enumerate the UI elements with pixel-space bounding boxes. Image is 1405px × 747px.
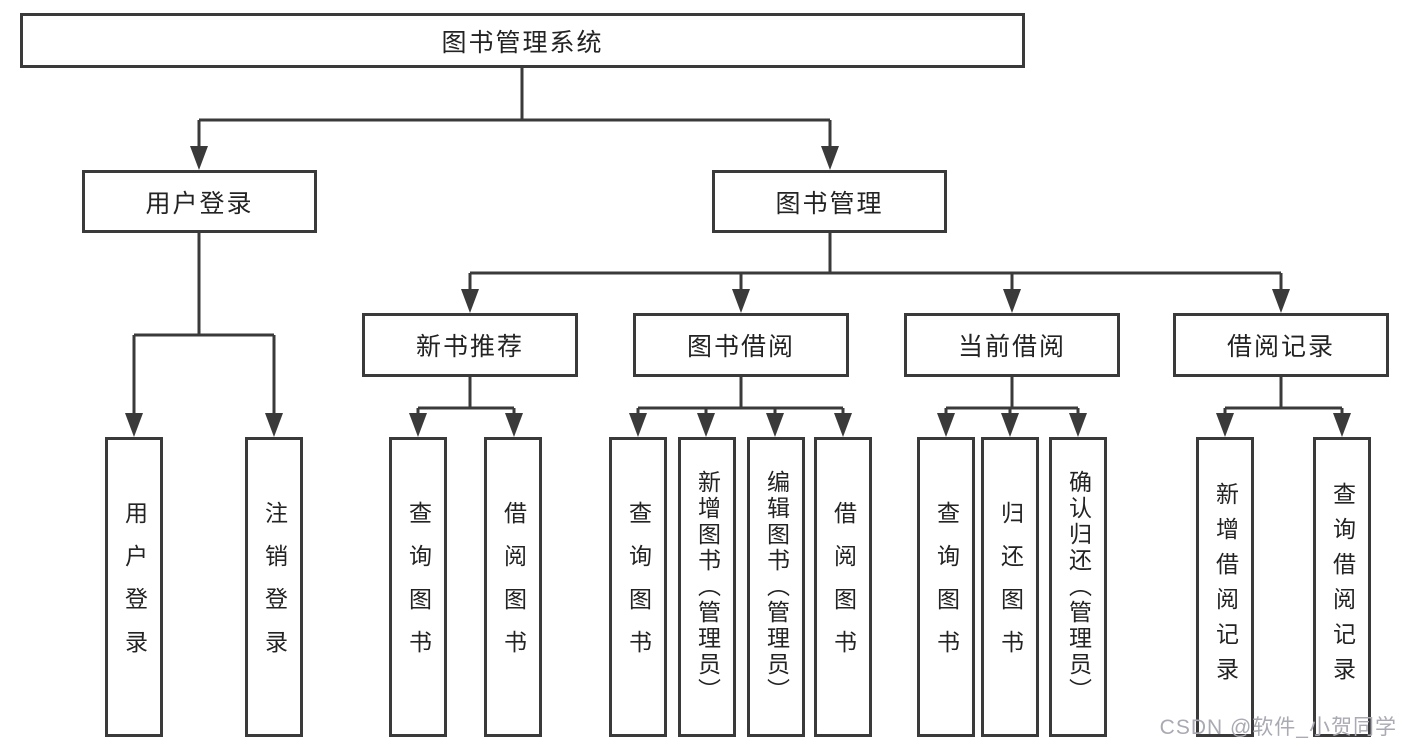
leaf-edit-book-admin-label: 编辑图书（管理员） [763, 470, 790, 704]
leaf-borrow-books-recommend: 借阅图书 [484, 437, 542, 737]
node-book-management: 图书管理 [712, 170, 947, 233]
arrowheads [125, 146, 1351, 437]
leaf-return-book-label: 归还图书 [997, 501, 1024, 673]
leaf-borrow-books-recommend-label: 借阅图书 [500, 501, 527, 673]
node-current-borrow: 当前借阅 [904, 313, 1120, 377]
node-root: 图书管理系统 [20, 13, 1025, 68]
leaf-query-borrow-record: 查询借阅记录 [1313, 437, 1371, 737]
leaf-edit-book-admin: 编辑图书（管理员） [747, 437, 805, 737]
leaf-query-books-current: 查询图书 [917, 437, 975, 737]
leaf-confirm-return-admin-label: 确认归还（管理员） [1065, 470, 1092, 704]
watermark: CSDN @软件_小贺同学 [1159, 716, 1397, 739]
leaf-query-books-borrow: 查询图书 [609, 437, 667, 737]
node-borrow-records: 借阅记录 [1173, 313, 1389, 377]
leaf-query-books-borrow-label: 查询图书 [625, 501, 652, 673]
leaf-query-books-recommend-label: 查询图书 [405, 501, 432, 673]
leaf-add-borrow-record: 新增借阅记录 [1196, 437, 1254, 737]
leaf-borrow-books: 借阅图书 [814, 437, 872, 737]
leaf-query-books-recommend: 查询图书 [389, 437, 447, 737]
leaf-return-book: 归还图书 [981, 437, 1039, 737]
leaf-add-borrow-record-label: 新增借阅记录 [1212, 482, 1239, 692]
leaf-add-book-admin: 新增图书（管理员） [678, 437, 736, 737]
leaf-logout: 注销登录 [245, 437, 303, 737]
leaf-borrow-books-label: 借阅图书 [830, 501, 857, 673]
leaf-user-login: 用户登录 [105, 437, 163, 737]
leaf-query-borrow-record-label: 查询借阅记录 [1329, 482, 1356, 692]
leaf-query-books-current-label: 查询图书 [933, 501, 960, 673]
node-user-login: 用户登录 [82, 170, 317, 233]
leaf-add-book-admin-label: 新增图书（管理员） [694, 470, 721, 704]
node-book-borrow: 图书借阅 [633, 313, 849, 377]
node-new-book-recommend: 新书推荐 [362, 313, 578, 377]
leaf-confirm-return-admin: 确认归还（管理员） [1049, 437, 1107, 737]
leaf-logout-label: 注销登录 [261, 501, 288, 673]
leaf-user-login-label: 用户登录 [121, 501, 148, 673]
